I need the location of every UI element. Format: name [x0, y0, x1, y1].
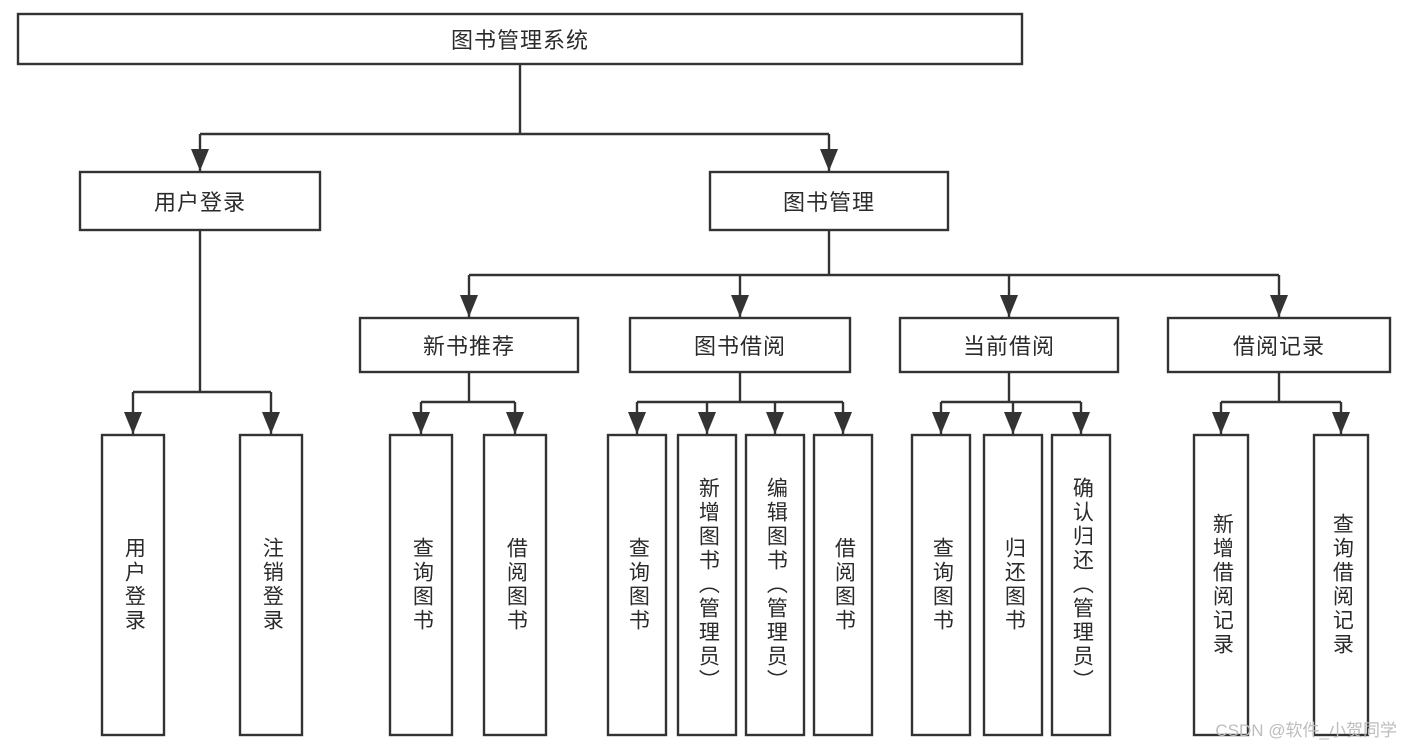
node-box-查询图书[interactable]: [388, 433, 454, 737]
arrow-head-用户登录: [124, 412, 142, 434]
node-box-确认归还管理员[interactable]: [1050, 433, 1112, 737]
node-box-借阅记录[interactable]: [1166, 316, 1392, 374]
arrow-head-当前借阅: [1000, 295, 1018, 317]
arrow-head-图书管理: [820, 149, 838, 171]
node-box-查询借阅记录[interactable]: [1312, 433, 1370, 737]
node-box-归还图书[interactable]: [982, 433, 1044, 737]
node-box-用户登录[interactable]: [78, 170, 322, 232]
node-box-用户登录[interactable]: [100, 433, 166, 737]
node-box-图书借阅[interactable]: [628, 316, 852, 374]
arrow-head-用户登录: [191, 149, 209, 171]
node-box-图书管理[interactable]: [708, 170, 950, 232]
arrow-head-新增借阅记录: [1212, 412, 1230, 434]
node-box-编辑图书管理员[interactable]: [744, 433, 806, 737]
arrow-head-新书推荐: [460, 295, 478, 317]
node-box-新增借阅记录[interactable]: [1192, 433, 1250, 737]
node-box-注销登录[interactable]: [238, 433, 304, 737]
arrow-head-确认归还管理员: [1072, 412, 1090, 434]
node-box-借阅图书[interactable]: [812, 433, 874, 737]
arrow-head-借阅记录: [1270, 295, 1288, 317]
edges-group: [124, 64, 1350, 434]
arrow-head-注销登录: [262, 412, 280, 434]
node-box-查询图书[interactable]: [910, 433, 972, 737]
arrow-head-编辑图书管理员: [766, 412, 784, 434]
node-box-借阅图书[interactable]: [482, 433, 548, 737]
arrow-head-查询图书: [412, 412, 430, 434]
boxes-group: [16, 12, 1392, 737]
node-box-新增图书管理员[interactable]: [676, 433, 738, 737]
arrow-head-借阅图书: [834, 412, 852, 434]
arrow-head-新增图书管理员: [698, 412, 716, 434]
node-box-当前借阅[interactable]: [898, 316, 1120, 374]
arrow-head-借阅图书: [506, 412, 524, 434]
arrow-head-图书借阅: [731, 295, 749, 317]
node-box-新书推荐[interactable]: [358, 316, 580, 374]
node-box-图书管理系统[interactable]: [16, 12, 1024, 66]
arrow-head-查询图书: [932, 412, 950, 434]
node-box-查询图书[interactable]: [606, 433, 668, 737]
arrow-head-查询图书: [628, 412, 646, 434]
arrow-head-归还图书: [1004, 412, 1022, 434]
arrow-head-查询借阅记录: [1332, 412, 1350, 434]
